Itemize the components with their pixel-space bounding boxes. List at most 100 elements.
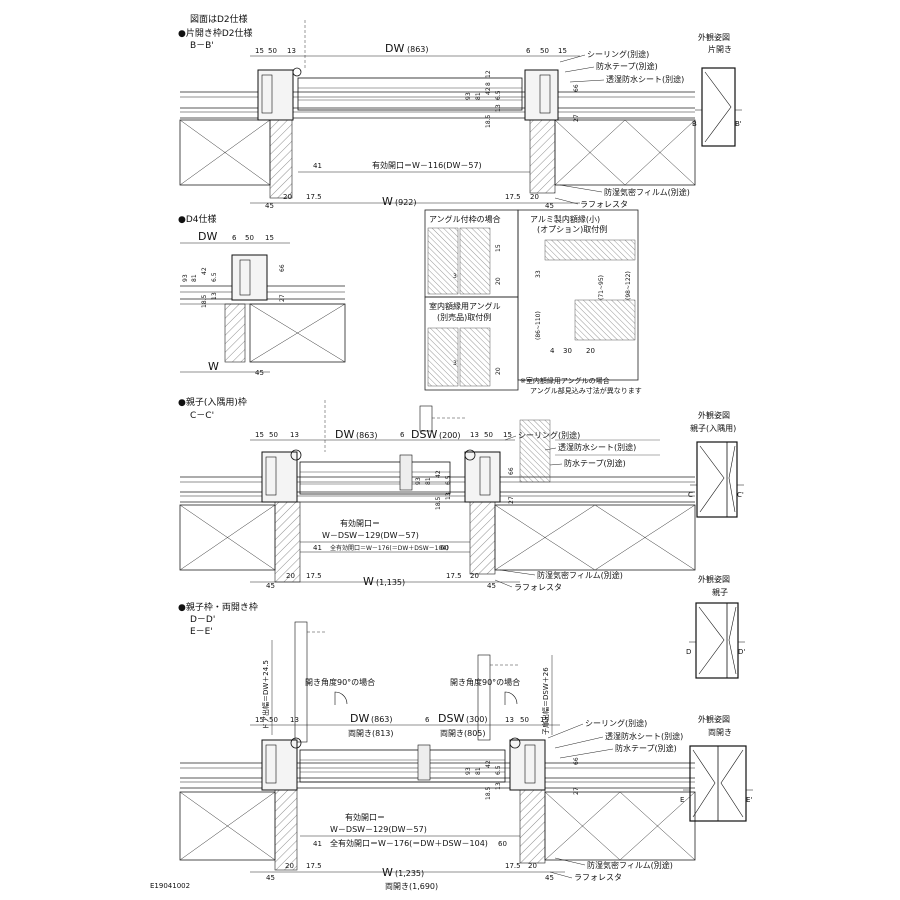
inset-room-3: 3 bbox=[453, 360, 457, 367]
dim-b-dw-val: (863) bbox=[407, 45, 429, 54]
dim-b-50r: 50 bbox=[540, 47, 549, 55]
dim-d-175l: 17.5 bbox=[306, 862, 322, 870]
vdim-d4-185: 18.5 bbox=[201, 294, 208, 308]
dim-b-dw: DW bbox=[385, 42, 404, 55]
dim-d-15: 15 bbox=[255, 716, 264, 724]
dim-d-45l: 45 bbox=[266, 874, 275, 882]
inset-alum: アルミ製内額縁(小) (オプション)取付例 33 (71~95) (98~122… bbox=[517, 209, 639, 381]
section-c-cut: C－C' bbox=[190, 411, 214, 421]
vdim-b-12: 12 bbox=[485, 70, 492, 78]
dim-d4-6: 6 bbox=[232, 234, 237, 242]
dim-c-50: 50 bbox=[269, 431, 278, 439]
dim-c-dsw: DSW bbox=[411, 428, 437, 441]
dim-c-13r: 13 bbox=[470, 431, 479, 439]
vdim-c-66: 66 bbox=[508, 467, 515, 475]
inset-alum-20: 20 bbox=[586, 347, 595, 355]
dim-c-dsw-val: (200) bbox=[439, 431, 461, 440]
callout-b-film: 防湿気密フィルム(別途) bbox=[604, 187, 690, 197]
section-c-title: ●親子(入隅用)枠 bbox=[178, 396, 247, 408]
vdim-d4-66: 66 bbox=[279, 264, 286, 272]
inset-angle: アングル付枠の場合 15 3 20 bbox=[424, 209, 519, 298]
view-e-label: E bbox=[680, 796, 684, 804]
dim-b-15r: 15 bbox=[558, 47, 567, 55]
inset-angle-title: アングル付枠の場合 bbox=[429, 214, 501, 224]
door-h-right: 子扉出幅＝DSW＋26 bbox=[541, 667, 550, 735]
view-d-title: 外観姿図 bbox=[698, 574, 730, 584]
inset-alum-title2: (オプション)取付例 bbox=[537, 224, 607, 234]
dim-c-w-val: (1,135) bbox=[376, 578, 405, 587]
callout-d-laforesta: ラフォレスタ bbox=[574, 873, 622, 882]
dim-b-175r: 17.5 bbox=[505, 193, 521, 201]
drawing-code: E19041002 bbox=[150, 882, 190, 890]
callout-c-film: 防湿気密フィルム(別途) bbox=[537, 570, 623, 580]
dim-b-13: 13 bbox=[287, 47, 296, 55]
vdim-b-42: 42 bbox=[485, 87, 492, 95]
vdim-b-66: 66 bbox=[573, 84, 580, 92]
dim-d-175r: 17.5 bbox=[505, 862, 521, 870]
dim-b-20r: 20 bbox=[530, 193, 539, 201]
dim-c-dw: DW bbox=[335, 428, 354, 441]
inset-room: 室内額縁用アングル (別売品)取付例 3 20 ※室内額縁用アングルの場合 アン… bbox=[424, 296, 642, 395]
dim-d-15r: 15 bbox=[540, 716, 549, 724]
dim-d-dsw-val: (300) bbox=[466, 715, 488, 724]
view-e-label2: E' bbox=[746, 796, 752, 804]
dim-d-dw2: 両開き(813) bbox=[348, 729, 394, 738]
view-e-title: 外観姿図 bbox=[698, 714, 730, 724]
drawing-note: 図面はD2仕様 bbox=[190, 13, 248, 25]
callout-c-sheet: 透湿防水シート(別途) bbox=[558, 442, 636, 452]
dim-c-175l: 17.5 bbox=[306, 572, 322, 580]
inset-alum-title: アルミ製内額縁(小) bbox=[530, 214, 600, 224]
angle-right: 開き角度90°の場合 bbox=[450, 677, 520, 687]
callout-d-tape: 防水テープ(別途) bbox=[615, 743, 677, 753]
dim-b-6: 6 bbox=[526, 47, 531, 55]
section-c: ●親子(入隅用)枠 C－C' 15 50 bbox=[178, 396, 744, 592]
callout-c-laforesta: ラフォレスタ bbox=[514, 583, 562, 592]
section-d4-title: ●D4仕様 bbox=[178, 213, 217, 225]
inset-angle-15: 15 bbox=[495, 244, 502, 252]
callout-b-tape: 防水テープ(別途) bbox=[596, 61, 658, 71]
dim-c-20l: 20 bbox=[286, 572, 295, 580]
dim-b-15: 15 bbox=[255, 47, 264, 55]
vdim-b-93: 93 bbox=[465, 92, 472, 100]
dim-d-20r: 20 bbox=[528, 862, 537, 870]
inset-alum-r3: (86~110) bbox=[535, 311, 542, 340]
callout-d-sheet: 透湿防水シート(別途) bbox=[605, 731, 683, 741]
dim-c-45r: 45 bbox=[487, 582, 496, 590]
dim-d-opening2: W－DSW－129(DW－57) bbox=[330, 825, 427, 834]
section-d-title: ●親子枠・両開き枠 bbox=[178, 601, 258, 613]
view-c-title: 外観姿図 bbox=[698, 410, 730, 420]
view-b-frame bbox=[701, 67, 736, 147]
view-d-label: D bbox=[686, 648, 691, 656]
view-d-frame bbox=[695, 602, 739, 679]
dim-b-45l: 45 bbox=[265, 202, 274, 210]
callout-b-laforesta: ラフォレスタ bbox=[580, 200, 628, 209]
door-h-left: ドア出幅＝DW＋24.5 bbox=[261, 660, 270, 730]
vdim-d4-42: 42 bbox=[201, 267, 208, 275]
vdim-d4-93: 93 bbox=[182, 274, 189, 282]
vdim-d-42: 42 bbox=[485, 760, 492, 768]
dim-b-w-val: (922) bbox=[395, 198, 417, 207]
callout-d-sealing: シーリング(別途) bbox=[585, 718, 647, 728]
view-c-frame bbox=[696, 441, 738, 518]
section-d: ●親子枠・両開き枠 D－D' E－E' ドア出幅＝DW＋24.5 子扉出幅＝DS… bbox=[178, 574, 753, 891]
section-b: ●片開き枠D2仕様 B－B' 15 50 13 6 bbox=[178, 20, 742, 210]
dim-d-50r: 50 bbox=[520, 716, 529, 724]
dim-d-dsw2: 両開き(805) bbox=[440, 729, 486, 738]
dim-d-13r: 13 bbox=[505, 716, 514, 724]
vdim-c-93: 93 bbox=[415, 477, 422, 485]
section-d-cut1: D－D' bbox=[190, 615, 215, 625]
vdim-c-185: 18.5 bbox=[435, 496, 442, 510]
vdim-b-81: 81 bbox=[475, 92, 482, 100]
dim-d-w-val: (1,235) bbox=[395, 869, 424, 878]
vdim-b-13: 13 bbox=[495, 104, 502, 112]
dim-c-41: 41 bbox=[313, 544, 322, 552]
dim-b-20l: 20 bbox=[283, 193, 292, 201]
dim-d-w2: 両開き(1,690) bbox=[385, 882, 438, 891]
dim-d4-15: 15 bbox=[265, 234, 274, 242]
inset-room-note2: アングル部見込み寸法が異なります bbox=[530, 386, 642, 395]
dim-d4-w: W bbox=[208, 360, 219, 373]
callout-c-sealing: シーリング(別途) bbox=[518, 430, 580, 440]
vdim-b-27: 27 bbox=[573, 114, 580, 122]
inset-room-title2: (別売品)取付例 bbox=[437, 312, 491, 322]
